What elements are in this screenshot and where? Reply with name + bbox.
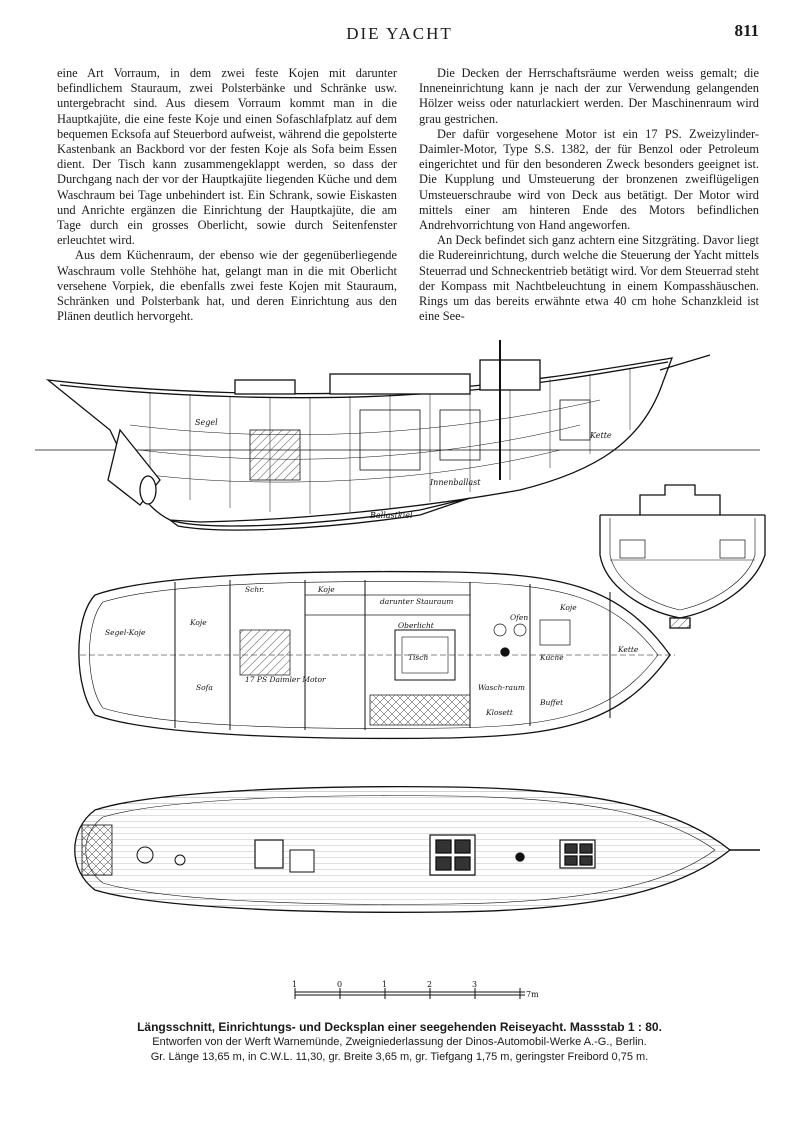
label-tisch: Tisch [408,653,428,662]
label-waschraum: Wasch-raum [478,683,525,692]
left-paragraph-1: eine Art Vorraum, in dem zwei feste Koje… [57,66,397,248]
label-buffet: Buffet [539,698,564,707]
scale-tick-4: 2 [427,980,432,989]
label-schr: Schr. [245,585,264,594]
label-koje-2: Koje [317,585,335,594]
label-stauraum: darunter Stauraum [380,597,453,606]
longitudinal-section [35,340,760,531]
caption-line-3: Gr. Länge 13,65 m, in C.W.L. 11,30, gr. … [150,1051,649,1063]
label-koje-3: Koje [559,603,577,612]
yacht-drawings: Ballastkiel Innenballast Segel Kette [35,340,766,999]
label-segel-koje: Segel-Koje [105,628,146,637]
right-paragraph-1: Die Decken der Herrschaftsräume werden w… [419,66,759,126]
profile-labels: Ballastkiel Innenballast Segel Kette [195,418,612,520]
label-kette-plan: Kette [617,645,639,654]
cross-section [599,484,766,629]
scale-labels: 1 0 1 2 3 7m [292,980,539,999]
running-header-title: DIE YACHT [346,24,453,43]
page-number: 811 [734,21,759,40]
scale-tick-2: 0 [337,980,342,989]
caption-title: Längsschnitt, Einrichtungs- und Deckspla… [137,1020,567,1034]
label-kueche: Küche [539,653,564,662]
caption-scale: Massstab 1 : 80. [569,1020,662,1034]
scale-tick-1: 1 [292,980,297,989]
label-sofa: Sofa [196,683,213,692]
deck-plan [74,786,760,913]
label-segel: Segel [195,418,218,427]
right-paragraph-2: Der dafür vorgesehene Motor ist ein 17 P… [419,126,759,233]
label-motor: 17 PS Daimler Motor [245,675,326,684]
plan-labels: Segel-Koje Koje Koje Koje Sofa Schr. dar… [105,585,639,717]
label-koje-1: Koje [189,618,207,627]
scale-tick-5: 3 [472,980,477,989]
scale-unit: 7m [526,990,539,999]
label-ofen: Ofen [510,613,528,622]
caption-line-2: Entworfen von der Werft Warnemünde, Zwei… [152,1036,647,1048]
label-kette-profile: Kette [589,431,612,440]
label-klosett: Klosett [485,708,514,717]
right-paragraph-3: An Deck befindet sich ganz achtern eine … [419,233,759,324]
scale-bar [294,988,525,999]
caption-line-1: Längsschnitt, Einrichtungs- und Deckspla… [0,1020,799,1035]
figure-caption: Längsschnitt, Einrichtungs- und Deckspla… [0,1020,799,1065]
left-paragraph-2: Aus dem Küchenraum, der ebenso wie der g… [57,248,397,324]
scale-tick-3: 1 [382,980,387,989]
accommodation-plan [78,570,675,740]
left-text-column: eine Art Vorraum, in dem zwei feste Koje… [57,66,397,324]
label-ballastkiel: Ballastkiel [369,511,413,520]
right-text-column: Die Decken der Herrschaftsräume werden w… [419,66,759,324]
label-oberlicht: Oberlicht [398,621,435,630]
label-innenballast: Innenballast [429,478,481,487]
